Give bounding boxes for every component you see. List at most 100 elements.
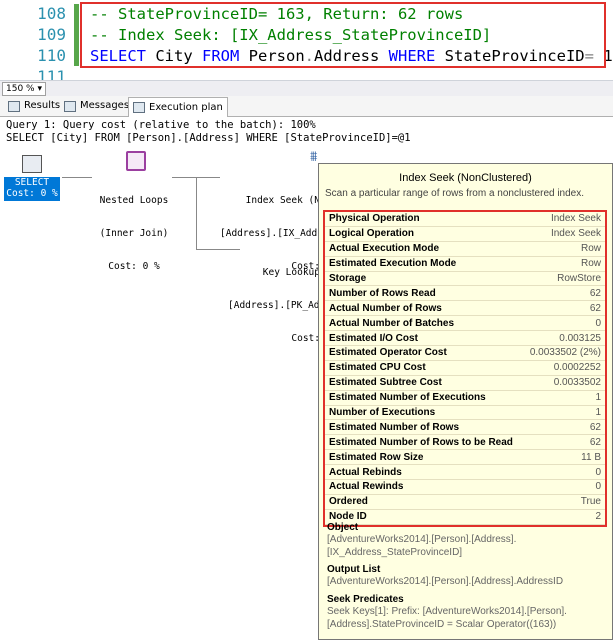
property-name: Estimated Execution Mode (329, 258, 457, 270)
zoom-value: 150 % (6, 84, 35, 94)
highlight-box-code (80, 2, 606, 68)
section-text: Seek Keys[1]: Prefix: [AdventureWorks201… (327, 606, 567, 617)
property-value: 11 B (581, 451, 601, 463)
nested-loops-operator[interactable]: Nested Loops (Inner Join) Cost: 0 % (90, 173, 178, 294)
sql-operator: = (584, 47, 594, 65)
property-name: Actual Execution Mode (329, 243, 440, 255)
property-value: 62 (589, 302, 601, 314)
property-value: 0.0002252 (553, 362, 601, 374)
execution-plan-icon (133, 102, 145, 113)
code-line-comment[interactable]: -- Index Seek: [IX_Address_StateProvince… (90, 26, 492, 44)
property-value: 0.0033502 (2%) (529, 347, 601, 359)
line-number: 108 (37, 4, 66, 23)
plan-connector (196, 249, 240, 250)
sql-keyword: WHERE (388, 47, 436, 65)
messages-icon (64, 100, 76, 112)
property-name: Ordered (329, 496, 368, 508)
property-value: 0.003125 (559, 332, 601, 344)
property-name: Estimated Number of Rows to be Read (329, 436, 513, 448)
section-text: [AdventureWorks2014].[Person].[Address].… (327, 576, 564, 587)
operator-cost: Cost: 0 % (6, 188, 58, 199)
property-row: Actual Execution Mode Row (325, 242, 605, 257)
property-value: Index Seek (550, 228, 601, 240)
tab-execution-plan[interactable]: Execution plan (128, 97, 228, 117)
code-editor[interactable]: 108 109 110 111 -- StateProvinceID= 163,… (0, 0, 613, 80)
tooltip-description: Scan a particular range of rows from a n… (325, 188, 585, 199)
key-lookup-operator[interactable]: Key Lookup [Address].[PK_Add Cost: (228, 245, 320, 366)
property-name: Estimated Row Size (329, 451, 424, 463)
index-seek-operator[interactable]: Index Seek (N [Address].[IX_Address Cost… (220, 173, 320, 294)
property-value: 62 (589, 287, 601, 299)
object-section: Object [AdventureWorks2014].[Person].[Ad… (327, 522, 516, 559)
plan-connector (62, 177, 92, 178)
property-value: 1 (595, 407, 601, 419)
select-operator-icon[interactable] (22, 155, 42, 173)
property-name: Node ID (329, 511, 367, 523)
operator-subtitle: (Inner Join) (99, 228, 169, 239)
property-row: Actual Rewinds 0 (325, 480, 605, 495)
property-value: 2 (595, 511, 601, 523)
operator-name: SELECT (14, 177, 50, 188)
tab-results[interactable]: Results (4, 98, 64, 114)
property-name: Actual Rewinds (329, 481, 404, 493)
property-row: Estimated Number of Executions 1 (325, 391, 605, 406)
property-name: Storage (329, 273, 367, 284)
property-value: Row (580, 258, 601, 270)
sql-keyword: FROM (202, 47, 240, 65)
property-row: Estimated Operator Cost 0.0033502 (2%) (325, 346, 605, 361)
operator-name: Key Lookup (262, 267, 320, 278)
zoom-bar: 150 % ▾ (0, 80, 613, 97)
select-operator[interactable]: SELECT Cost: 0 % (4, 177, 60, 201)
property-name: Physical Operation (329, 213, 420, 225)
tab-label: Results (24, 100, 61, 111)
property-value: Row (580, 243, 601, 255)
property-row: Estimated Row Size 11 B (325, 450, 605, 466)
property-row: Node ID 2 (325, 510, 605, 525)
property-value: 0.0033502 (553, 377, 601, 389)
property-name: Estimated Operator Cost (329, 347, 447, 359)
output-list-section: Output List [AdventureWorks2014].[Person… (327, 564, 563, 588)
change-margin-bar (74, 4, 79, 66)
section-heading: Object (327, 522, 359, 533)
sql-operator: . (304, 47, 314, 65)
zoom-dropdown[interactable]: 150 % ▾ (2, 82, 46, 96)
property-value: 0 (595, 466, 601, 478)
operator-subtitle: [Address].[PK_Add (228, 300, 320, 311)
operator-cost: Cost: 0 % (108, 261, 160, 272)
property-name: Number of Executions (329, 407, 436, 419)
index-seek-icon[interactable]: ⩩ (310, 149, 318, 165)
property-name: Estimated Number of Executions (329, 392, 486, 404)
property-value: 62 (589, 436, 601, 448)
query-text: SELECT [City] FROM [Person].[Address] WH… (6, 132, 411, 144)
code-line-comment[interactable]: -- StateProvinceID= 163, Return: 62 rows (90, 5, 464, 23)
property-value: True (580, 496, 601, 508)
operator-name: Nested Loops (99, 195, 169, 206)
chevron-down-icon: ▾ (37, 84, 42, 94)
line-number: 109 (37, 25, 66, 44)
section-heading: Seek Predicates (327, 594, 404, 605)
property-value: 1 (595, 392, 601, 404)
property-name: Actual Number of Batches (329, 317, 455, 329)
property-row: Ordered True (325, 495, 605, 510)
property-row: Estimated Number of Rows to be Read 62 (325, 435, 605, 451)
nested-loops-icon[interactable] (126, 151, 146, 171)
property-value: 0 (595, 481, 601, 493)
sql-identifier: Address (314, 47, 389, 65)
property-name: Estimated I/O Cost (329, 332, 418, 344)
tab-messages[interactable]: Messages (60, 98, 133, 114)
property-value: Index Seek (550, 213, 601, 225)
code-line-select[interactable]: SELECT City FROM Person.Address WHERE St… (90, 47, 613, 65)
sql-keyword: SELECT (90, 47, 146, 65)
plan-connector (196, 177, 197, 249)
operator-tooltip: Index Seek (NonClustered) Scan a particu… (318, 163, 613, 640)
property-name: Actual Number of Rows (329, 302, 442, 314)
property-name: Estimated Number of Rows (329, 421, 460, 433)
